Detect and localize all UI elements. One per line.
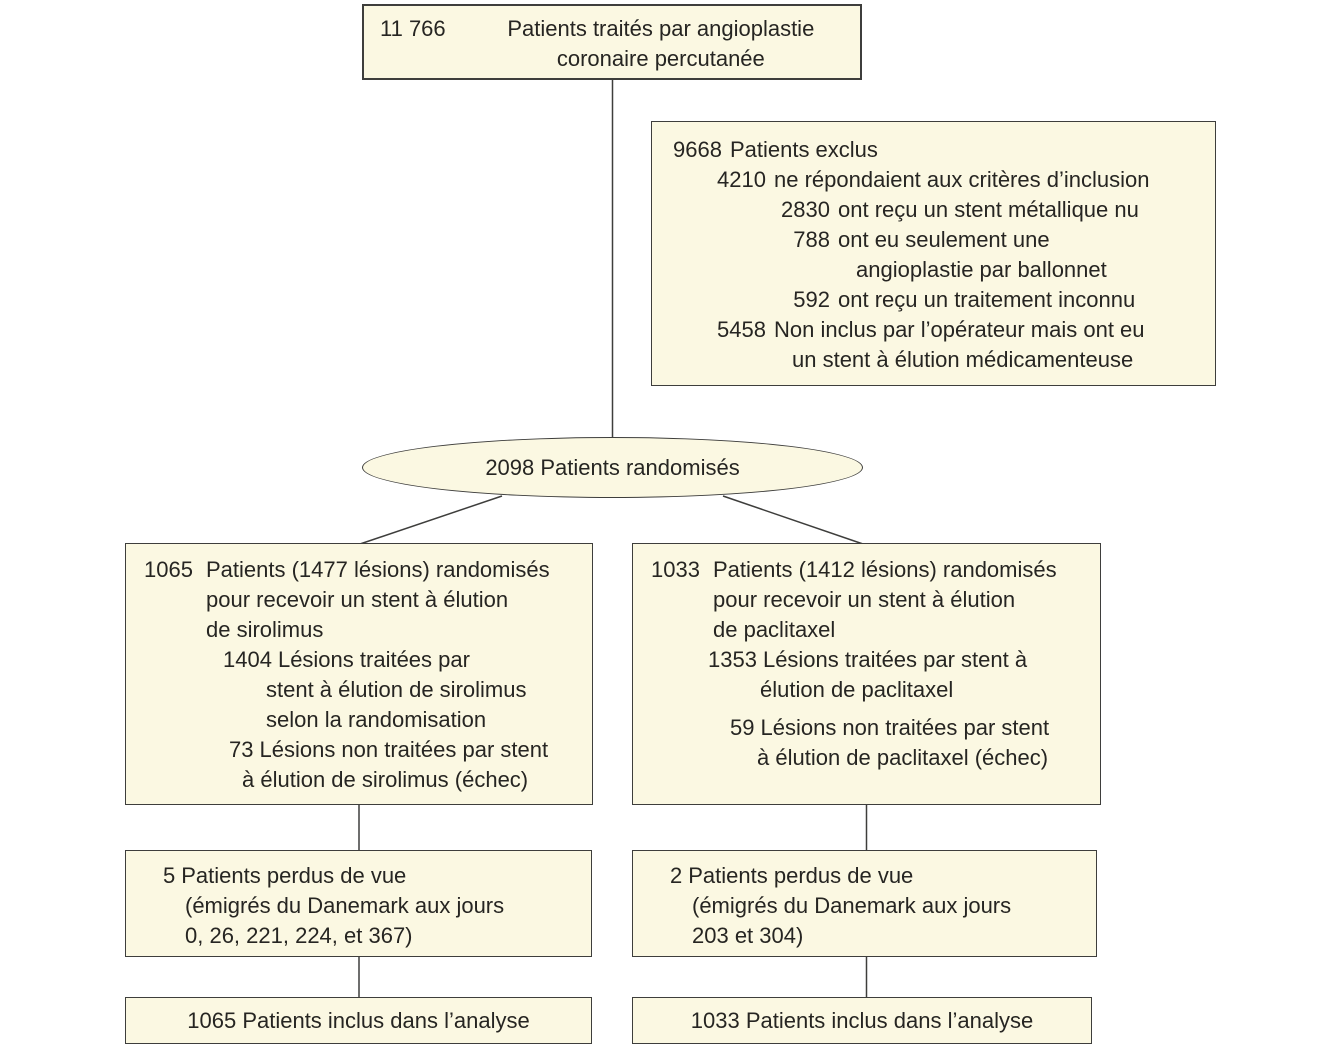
item-count: 788: [793, 227, 830, 252]
paclitaxel-branch-box: 1033 Patients (1412 lésions) randomisés p…: [632, 543, 1101, 805]
text-line: Non inclus par l’opérateur mais ont eu: [774, 317, 1145, 342]
item-count: 4210: [717, 167, 766, 192]
item-count: 1065: [144, 557, 193, 582]
text-line: Patients traités par angioplastie: [507, 16, 815, 41]
text-line: un stent à élution médicamenteuse: [792, 347, 1134, 372]
text-line: ne répondaient aux critères d’inclusion: [774, 167, 1150, 192]
item-count: 1033: [651, 557, 700, 582]
sirolimus-analyzed-label: 1065 Patients inclus dans l’analyse: [187, 1007, 530, 1033]
item-count: 592: [793, 287, 830, 312]
item-count: 73: [229, 737, 254, 762]
text-line: de paclitaxel: [713, 617, 836, 642]
item-count: 2: [670, 863, 683, 888]
text-line: à élution de paclitaxel (échec): [757, 745, 1049, 770]
item-count: 5: [163, 863, 176, 888]
treated-patients-label: Patients traités par angioplastie corona…: [472, 14, 850, 78]
text-line: (émigrés du Danemark aux jours: [692, 893, 1012, 918]
connector-ellipse-to-sirolimus: [359, 495, 503, 545]
text-line: Patients perdus de vue: [688, 863, 914, 888]
text-line: ont reçu un traitement inconnu: [838, 287, 1136, 312]
paclitaxel-randomized: 1033 Patients (1412 lésions) randomisés p…: [651, 555, 1092, 645]
text-line: 0, 26, 221, 224, et 367): [185, 923, 413, 948]
randomized-patients-label: 2098 Patients randomisés: [485, 454, 740, 480]
sirolimus-analyzed-box: 1065 Patients inclus dans l’analyse: [125, 997, 592, 1044]
treated-patients-count: 11 766: [380, 16, 446, 41]
sirolimus-randomized: 1065 Patients (1477 lésions) randomisés p…: [144, 555, 584, 645]
text-line: pour recevoir un stent à élution: [206, 587, 509, 612]
text-line: (émigrés du Danemark aux jours: [185, 893, 505, 918]
text-line: 203 et 304): [692, 923, 804, 948]
text-line: Lésions non traitées par stent: [760, 715, 1050, 740]
item-count: 59: [730, 715, 755, 740]
text-line: Lésions non traitées par stent: [259, 737, 549, 762]
item-count: 1353: [708, 647, 757, 672]
item-count: 1404: [223, 647, 272, 672]
text-line: Patients perdus de vue: [181, 863, 407, 888]
exclusion-total-count: 9668: [673, 137, 722, 162]
exclusion-item-bare-metal-stent: 2830 ont reçu un stent métallique nu: [673, 195, 1203, 225]
exclusion-total: 9668 Patients exclus: [673, 135, 1203, 165]
exclusion-item-balloon-angioplasty: 788 ont eu seulement une angioplastie par…: [673, 225, 1203, 285]
text-line: Lésions traitées par: [277, 647, 470, 672]
text-line: ont eu seulement une: [838, 227, 1050, 252]
item-count: 2830: [781, 197, 830, 222]
paclitaxel-analyzed-box: 1033 Patients inclus dans l’analyse: [632, 997, 1092, 1044]
exclusion-item-criteria: 4210 ne répondaient aux critères d’inclus…: [673, 165, 1203, 195]
item-count: 5458: [717, 317, 766, 342]
text-line: Lésions traitées par stent à: [762, 647, 1028, 672]
text-line: Patients (1412 lésions) randomisés: [713, 557, 1057, 582]
treated-patients-box: 11 766 Patients traités par angioplastie…: [362, 4, 862, 80]
text-line: stent à élution de sirolimus: [266, 677, 527, 702]
text-line: selon la randomisation: [266, 707, 487, 732]
text-line: Patients (1477 lésions) randomisés: [206, 557, 550, 582]
exclusion-item-unknown-treatment: 592 ont reçu un traitement inconnu: [673, 285, 1203, 315]
text-line: élution de paclitaxel: [760, 677, 954, 702]
text-line: angioplastie par ballonnet: [856, 257, 1107, 282]
text-line: pour recevoir un stent à élution: [713, 587, 1016, 612]
exclusion-item-operator: 5458 Non inclus par l’opérateur mais ont …: [673, 315, 1203, 375]
randomized-patients-ellipse: 2098 Patients randomisés: [362, 437, 863, 498]
text-line: Patients exclus: [729, 137, 878, 162]
text-line: de sirolimus: [206, 617, 324, 642]
connector-ellipse-to-paclitaxel: [722, 495, 864, 545]
text-line: coronaire percutanée: [556, 46, 765, 71]
text-line: ont reçu un stent métallique nu: [838, 197, 1139, 222]
excluded-patients-box: 9668 Patients exclus 4210 ne répondaient a…: [651, 121, 1216, 386]
text-line: à élution de sirolimus (échec): [242, 767, 529, 792]
paclitaxel-analyzed-label: 1033 Patients inclus dans l’analyse: [690, 1007, 1034, 1033]
sirolimus-branch-box: 1065 Patients (1477 lésions) randomisés p…: [125, 543, 593, 805]
